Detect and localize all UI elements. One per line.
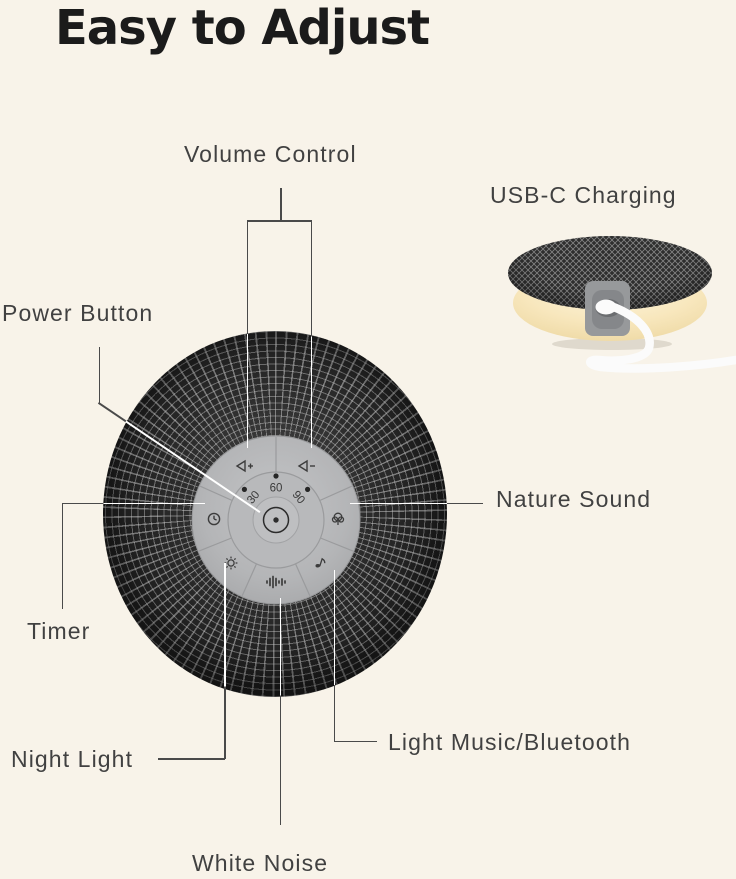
white-noise-wave-icon [266,575,286,589]
white-noise-line [279,598,281,825]
volume-down-icon [297,459,315,473]
light-music-line [333,740,377,742]
timer-drop-line [61,502,63,609]
volume-callout-bracket-line [247,220,312,222]
timer-dots [241,473,311,492]
usb-c-charging-label: USB-C Charging [490,182,677,208]
power-dot-icon [262,506,290,534]
mini-device-shadow [552,338,672,350]
volume-up-icon [235,459,253,473]
volume-callout-stem-line [280,188,282,221]
nature-sound-line [350,502,483,504]
light-music-drop-line [333,570,335,742]
volume-control-label: Volume Control [184,141,357,167]
control-panel: 30 60 90 [191,435,361,605]
timer-clock-icon [207,512,221,526]
panel-wedge-dividers [198,437,354,597]
power-button-label: Power Button [2,300,154,326]
timer-marks: 30 60 90 [245,483,307,507]
nature-sound-tree-icon [331,512,345,525]
timer-line [62,502,205,504]
night-light-drop-line [224,563,226,759]
usb-c-cable [586,299,736,373]
night-light-line [158,758,225,760]
page-title: Easy to Adjust [55,0,430,56]
mini-mesh-dome [508,236,712,310]
volume-down-line [310,220,312,448]
usb-charging-photo [508,236,736,373]
timer-label: Timer [27,618,91,644]
light-music-bluetooth-label: Light Music/Bluetooth [388,729,632,755]
volume-up-line [246,220,248,448]
power-callout-stem-line [98,347,100,403]
nature-sound-label: Nature Sound [496,486,652,512]
white-noise-label: White Noise [192,850,329,876]
music-note-icon [315,557,326,568]
night-light-label: Night Light [11,746,134,772]
timer-mark-60: 60 [270,483,283,495]
